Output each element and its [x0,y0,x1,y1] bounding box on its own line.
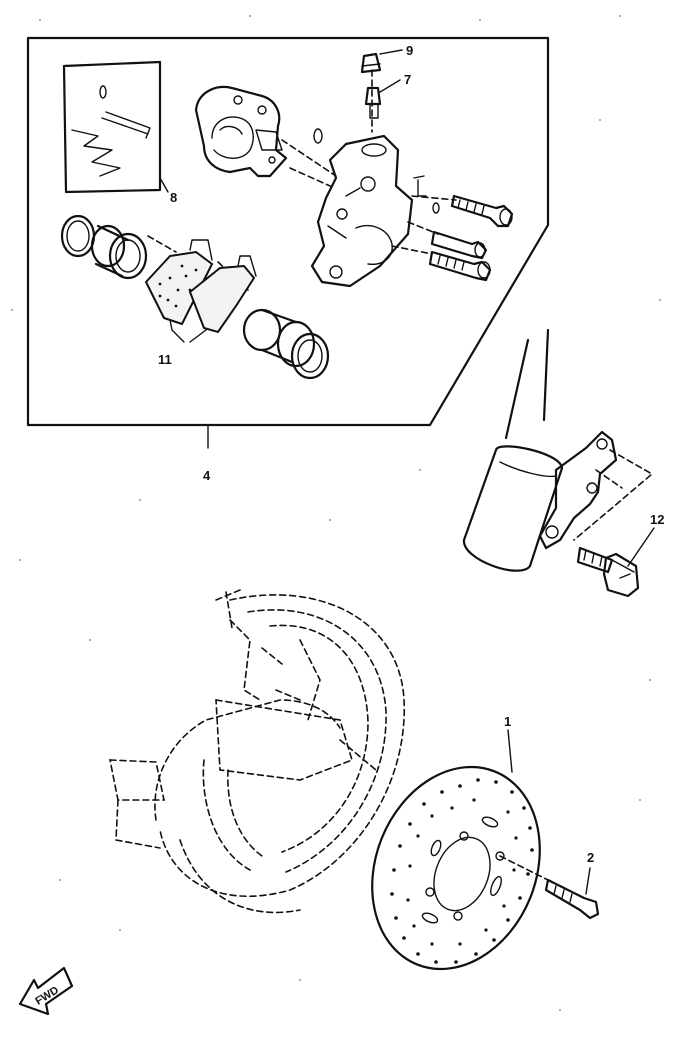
flange-bolt [576,546,640,598]
callout-12: 12 [650,512,664,527]
callout-11: 11 [158,352,172,367]
caliper-body [310,128,414,288]
callout-2: 2 [587,850,594,865]
brake-pads [144,239,257,343]
callout-1: 1 [504,714,511,729]
fwd-arrow: FWD [18,966,74,1016]
bleed-cap [360,52,382,74]
callout-9: 9 [406,43,413,58]
callout-7: 7 [404,72,411,87]
callout-8: 8 [170,190,177,205]
bleed-screw [364,86,382,119]
pin-kit-box [62,60,169,194]
piston-left [60,214,148,280]
wheel-hub-outline [109,589,405,914]
scan-speckle [11,15,661,1011]
disc-screw [499,855,600,920]
caliper-assembly-frame [26,36,550,449]
assembly-lines [147,69,457,291]
fork-leg [462,328,654,572]
caliper-bolts [413,175,514,282]
callout-4: 4 [203,468,211,483]
piston-right [242,308,330,380]
callout-leaders [379,49,655,895]
brake-disc [371,765,541,971]
caliper-bracket [194,85,288,178]
